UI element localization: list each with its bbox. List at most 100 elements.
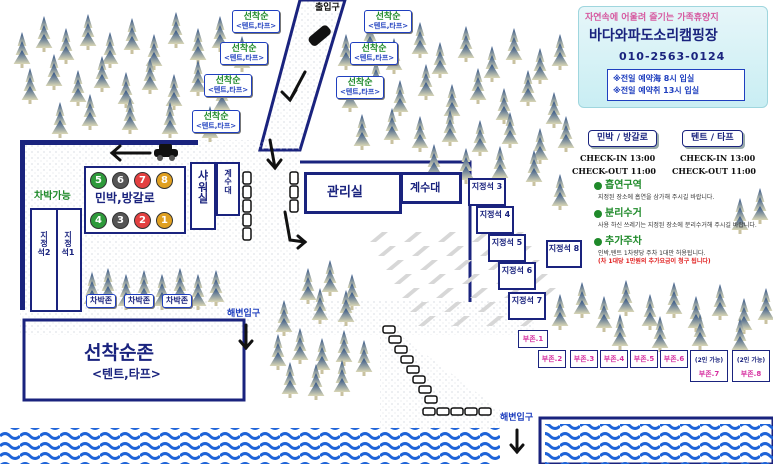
car-icon bbox=[242, 185, 252, 199]
car-icon bbox=[154, 144, 178, 161]
tree-icon bbox=[469, 68, 487, 104]
pill-tent: 텐트 / 타프 bbox=[682, 130, 743, 147]
first-come-tag-label: 선착순 bbox=[361, 44, 387, 54]
hatch-stripe bbox=[420, 260, 438, 270]
beach-entrance-right: 해변입구 bbox=[500, 413, 534, 423]
tree-icon bbox=[711, 284, 729, 320]
info-note-2: ※전일 예약취 13시 입실 bbox=[613, 86, 700, 95]
designated-seat: 지정석 3 bbox=[468, 178, 506, 206]
tree-icon bbox=[457, 26, 475, 62]
rule-text: 인박,텐트 1차량당 주차 1대만 허용됩니다. bbox=[598, 250, 706, 257]
tree-icon bbox=[335, 330, 353, 366]
hatch-stripe bbox=[470, 288, 488, 298]
pension-checkout: CHECK-OUT 11:00 bbox=[572, 166, 656, 176]
first-come-tag: 선착순<텐트,타프> bbox=[336, 76, 385, 99]
hatch-stripe bbox=[438, 232, 456, 242]
tree-icon bbox=[13, 32, 31, 68]
car-icon bbox=[400, 355, 414, 364]
car-icon bbox=[418, 385, 432, 394]
tree-icon bbox=[141, 58, 159, 94]
carbak-zone: 차박존 bbox=[86, 294, 117, 308]
room-badge: 5 bbox=[90, 172, 107, 189]
tree-icon bbox=[51, 102, 69, 138]
car-icon bbox=[436, 407, 450, 416]
designated2-label: 지정석2 bbox=[37, 231, 51, 257]
zone-big-sub: <텐트,타프> bbox=[92, 367, 161, 381]
room-badge: 7 bbox=[134, 172, 151, 189]
designated-left: 지정석2 지정석1 bbox=[30, 208, 82, 312]
designated-seat: 지정석 5 bbox=[488, 234, 526, 262]
sea-right bbox=[545, 424, 773, 464]
tree-icon bbox=[495, 88, 513, 124]
first-come-tag-sub: <텐트,타프> bbox=[368, 22, 409, 30]
tree-icon bbox=[45, 54, 63, 90]
tree-icon bbox=[189, 28, 207, 64]
first-come-tag: 선착순<텐트,타프> bbox=[220, 42, 269, 65]
car-icon bbox=[464, 407, 478, 416]
hatch-stripe bbox=[378, 246, 396, 256]
tree-icon bbox=[751, 188, 769, 224]
booth: 부존.1 bbox=[518, 330, 548, 348]
tree-icon bbox=[551, 294, 569, 330]
car-icon bbox=[242, 227, 252, 241]
right-sea-outline bbox=[538, 416, 773, 464]
sink-vertical-label: 계수대 bbox=[224, 169, 232, 195]
tree-icon bbox=[443, 84, 461, 120]
tree-icon bbox=[81, 94, 99, 130]
first-come-tag-sub: <텐트,타프> bbox=[224, 54, 265, 62]
tree-icon bbox=[161, 102, 179, 138]
hatch-stripe bbox=[370, 232, 388, 242]
hatch-stripe bbox=[478, 302, 496, 312]
tree-icon bbox=[117, 72, 135, 108]
designated-seat: 지정석 7 bbox=[508, 292, 546, 320]
tree-icon bbox=[101, 32, 119, 68]
rule-text: 지정된 장소에 흡연을 삼가해 주시길 바랍니다. bbox=[598, 194, 715, 201]
car-icon bbox=[289, 185, 299, 199]
tree-icon bbox=[121, 98, 139, 134]
hatch-stripe bbox=[446, 246, 464, 256]
rule-title: 분리수거 bbox=[605, 208, 642, 219]
tree-icon bbox=[333, 360, 351, 396]
shower-box: 샤워실 bbox=[190, 162, 216, 230]
hatch-stripe bbox=[436, 288, 454, 298]
car-icon bbox=[406, 365, 420, 374]
tree-icon bbox=[441, 110, 459, 146]
tree-icon bbox=[189, 60, 207, 96]
tree-icon bbox=[299, 268, 317, 304]
shower-label: 샤워실 bbox=[197, 169, 209, 206]
hatch-stripe bbox=[410, 302, 428, 312]
tree-icon bbox=[337, 290, 355, 326]
room-badge: 4 bbox=[90, 212, 107, 229]
tree-icon bbox=[557, 116, 575, 152]
hatch-stripe bbox=[462, 274, 480, 284]
designated-seat-label: 지정석 4 bbox=[479, 210, 511, 219]
booth: 부존.5 bbox=[630, 350, 658, 368]
sink-label: 계수대 bbox=[410, 181, 441, 194]
car-icon bbox=[422, 407, 436, 416]
hatch-stripe bbox=[404, 232, 422, 242]
tree-icon bbox=[291, 328, 309, 364]
tree-icon bbox=[307, 364, 325, 400]
car-icon bbox=[478, 407, 492, 416]
booth-capacity: (2인 가능) bbox=[736, 357, 766, 364]
tree-icon bbox=[491, 146, 509, 182]
tree-icon bbox=[545, 92, 563, 128]
designated-seat-label: 지정석 7 bbox=[511, 296, 543, 305]
carbak-zone: 차박존 bbox=[124, 294, 155, 308]
tree-icon bbox=[321, 260, 339, 296]
first-come-tag-sub: <텐트,타프> bbox=[196, 122, 237, 130]
tree-icon bbox=[483, 46, 501, 82]
tree-icon bbox=[665, 282, 683, 318]
first-come-tag-label: 선착순 bbox=[203, 112, 229, 122]
entrance-top-label: 출입구 bbox=[315, 3, 340, 13]
hatch-stripe bbox=[454, 260, 472, 270]
rule-icon bbox=[594, 210, 602, 218]
info-notes: ※전일 예약海 8시 입실 ※전일 예약취 13시 입실 bbox=[607, 69, 745, 101]
booth-label: 부존.3 bbox=[573, 355, 595, 363]
tree-icon bbox=[281, 362, 299, 398]
tree-icon bbox=[21, 68, 39, 104]
booth: 부존.2 bbox=[538, 350, 566, 368]
tree-icon bbox=[573, 282, 591, 318]
car-ok-label: 차박가능 bbox=[34, 191, 71, 202]
